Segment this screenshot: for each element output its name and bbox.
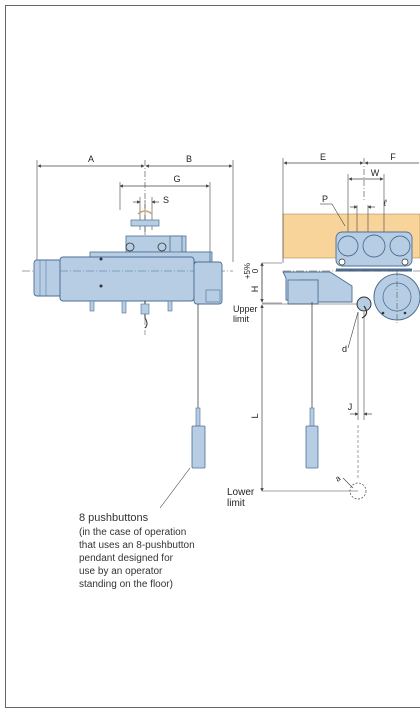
dim-label-g: G xyxy=(173,174,180,184)
note-line-5: use by an operator xyxy=(79,566,163,577)
end-view: E F W ℓ P xyxy=(227,152,420,509)
lower-limit-label-1: Lower xyxy=(227,487,255,498)
upper-limit-label-1: Upper xyxy=(233,304,258,314)
dim-label-e: E xyxy=(320,152,326,162)
dim-label-w: W xyxy=(371,168,380,178)
dim-label-b: B xyxy=(186,154,192,164)
dim-label-d: d xyxy=(342,344,347,354)
dim-label-h: H xyxy=(250,286,260,293)
dim-label-p: P xyxy=(322,194,328,204)
dim-label-j: J xyxy=(348,402,353,412)
lower-limit-label-2: limit xyxy=(227,498,245,509)
note-line-2: (in the case of operation xyxy=(79,527,187,538)
note-line-3: that uses an 8-pushbutton xyxy=(79,540,195,551)
note-line-4: pendant designed for xyxy=(79,553,173,564)
dim-label-a-small: a xyxy=(333,474,343,484)
note-line-6: standing on the floor) xyxy=(79,579,173,590)
dim-label-s: S xyxy=(163,195,169,205)
note-line-1: 8 pushbuttons xyxy=(79,512,149,524)
pushbutton-note: 8 pushbuttons (in the case of operation … xyxy=(79,512,279,591)
dim-label-l: ℓ xyxy=(383,198,387,208)
dim-label-f: F xyxy=(390,152,396,162)
upper-limit-label-2: limit xyxy=(233,314,249,324)
side-view: A B G S xyxy=(22,154,234,509)
dim-label-h-tol-bottom: 0 xyxy=(251,268,260,273)
page-frame xyxy=(5,5,420,708)
dim-label-l-length: L xyxy=(250,413,260,418)
dim-label-a: A xyxy=(88,154,94,164)
dim-label-h-tol-top: +5% xyxy=(243,263,252,279)
